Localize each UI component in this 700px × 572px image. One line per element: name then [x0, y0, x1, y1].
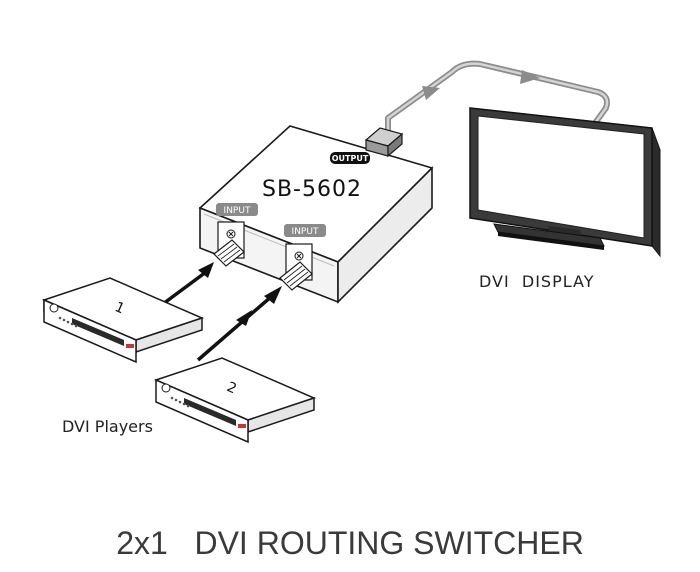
player-2-emblem-icon [161, 383, 171, 393]
input-tag-2: INPUT [284, 224, 326, 237]
input-tag-2-text: INPUT [292, 227, 319, 237]
output-connector [364, 127, 404, 158]
player-1-emblem-icon [49, 303, 59, 313]
output-arrow-icon [422, 86, 440, 100]
input-arrow-2-icon [264, 286, 282, 304]
dvi-plug-1 [213, 239, 245, 267]
switcher-model-label: SB-5602 [262, 177, 362, 202]
output-tag-text: OUTPUT [332, 154, 369, 163]
dvi-player-2: 2 [153, 357, 317, 444]
dvi-display [469, 107, 661, 258]
player-1-badge [126, 344, 134, 348]
input-arrow-1-icon [198, 262, 214, 278]
footer-title: 2x1 DVI ROUTING SWITCHER [116, 525, 584, 561]
output-tag: OUTPUT [330, 152, 370, 164]
output-cable [385, 60, 610, 145]
dvi-player-1: 1 [41, 277, 205, 364]
dvi-display-label: DVI DISPLAY [479, 272, 594, 291]
input-cable-2 [196, 286, 282, 362]
dvi-players-label: DVI Players [62, 417, 153, 436]
dvi-plug-2 [279, 261, 313, 291]
input-tag-1-text: INPUT [224, 206, 251, 216]
player-2-badge [238, 424, 246, 428]
input-arrow-2b-icon [236, 310, 252, 326]
output-arrow-icon-2 [520, 70, 540, 84]
input-tag-1: INPUT [216, 203, 258, 216]
switcher-box: OUTPUT SB-5602 INPUT INPUT [198, 125, 434, 304]
